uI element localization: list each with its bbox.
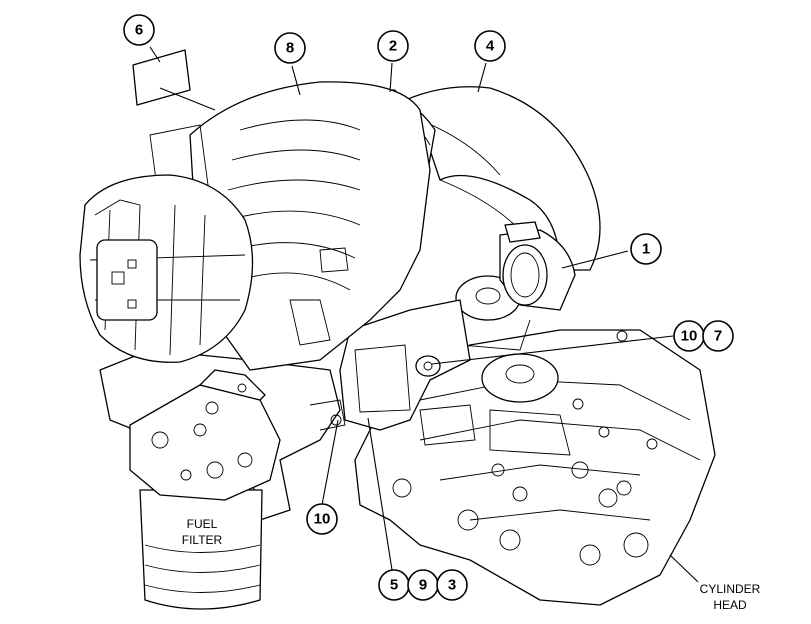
callout-1: 1 [630,233,662,265]
air-cleaner-end-cap [79,174,254,363]
callout-3: 3 [436,569,468,601]
cylinder-head-label-line2: HEAD [713,598,747,612]
svg-text:1: 1 [642,241,650,258]
leader-lines [149,46,674,571]
fuel-filter-label-line2: FILTER [182,533,223,547]
decal [132,49,191,106]
callout-5: 5 [378,569,410,601]
intake-manifold [339,299,471,431]
callout-4: 4 [474,30,506,62]
cylinder-head-label-line1: CYLINDER [700,582,761,596]
svg-text:7: 7 [714,328,722,345]
fuel-filter: FUEL FILTER [129,369,281,610]
svg-text:3: 3 [448,577,456,594]
svg-text:9: 9 [419,577,427,594]
fuel-filter-label-line1: FUEL [187,517,218,531]
callout-10-lower: 10 [306,503,338,535]
callout-6: 6 [123,14,155,46]
svg-text:4: 4 [486,38,495,55]
callout-2: 2 [377,30,409,62]
svg-text:8: 8 [286,40,294,57]
svg-text:6: 6 [135,22,143,39]
intake-elbow [499,221,576,311]
svg-text:5: 5 [390,577,398,594]
callout-8: 8 [274,32,306,64]
svg-text:2: 2 [389,38,397,55]
cylinder-head [354,275,716,606]
svg-text:10: 10 [681,328,698,345]
callout-7: 7 [702,320,734,352]
svg-text:10: 10 [314,511,331,528]
cylinder-head-label: CYLINDER HEAD [669,554,761,612]
callout-9: 9 [407,569,439,601]
callout-10-upper: 10 [673,320,705,352]
